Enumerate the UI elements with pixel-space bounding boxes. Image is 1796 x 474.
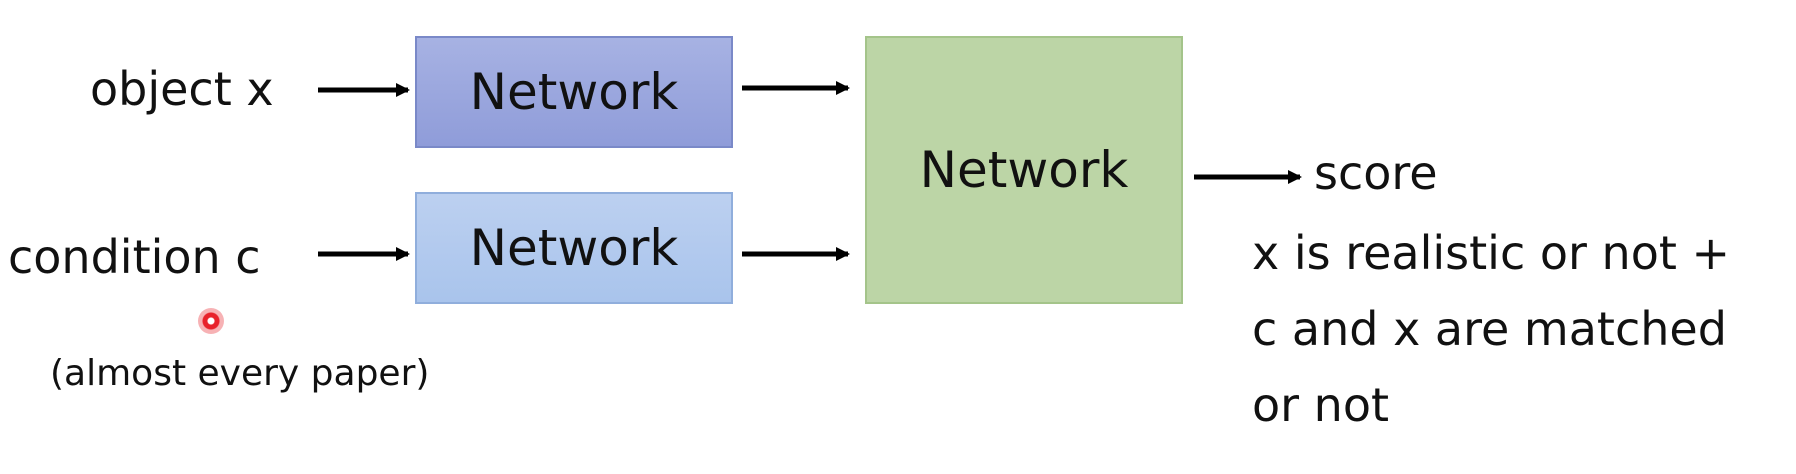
condition-network-label: Network [469, 219, 679, 277]
score-description-line-2: c and x are matched [1252, 302, 1727, 356]
score-label: score [1314, 146, 1438, 200]
condition-c-label: condition c [8, 230, 261, 284]
object-network-box: Network [415, 36, 733, 148]
cursor-pointer-icon [198, 308, 224, 334]
score-description-line-3: or not [1252, 378, 1390, 432]
combined-network-box: Network [865, 36, 1183, 304]
combined-network-label: Network [919, 141, 1129, 199]
condition-network-box: Network [415, 192, 733, 304]
score-description-line-1: x is realistic or not + [1252, 226, 1731, 280]
object-x-label: object x [90, 62, 274, 116]
condition-note: (almost every paper) [50, 353, 430, 394]
object-network-label: Network [469, 63, 679, 121]
